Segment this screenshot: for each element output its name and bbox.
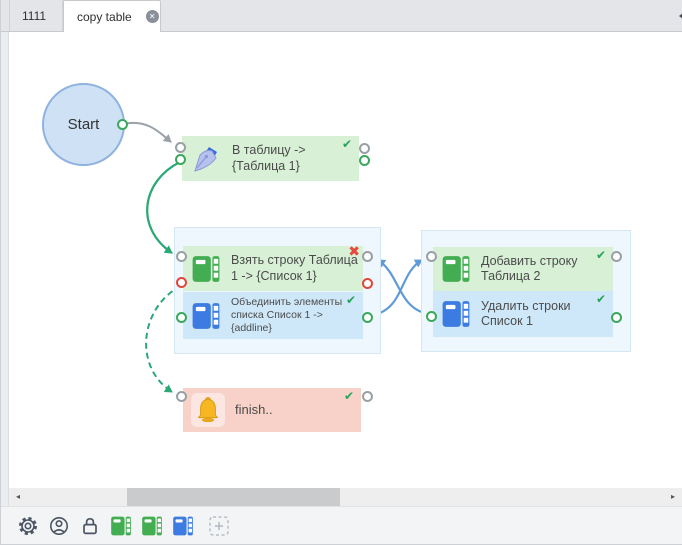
pen-icon <box>190 143 222 175</box>
canvas-left-gutter <box>1 32 9 506</box>
node-label: finish.. <box>235 402 273 418</box>
port-out[interactable] <box>610 311 622 323</box>
success-icon: ✔ <box>595 292 606 306</box>
node-delete-rows[interactable]: Удалить строки Список 1 ✔ <box>433 291 613 337</box>
lock-icon[interactable] <box>79 515 101 537</box>
success-icon: ✔ <box>343 389 354 403</box>
node-to-table[interactable]: В таблицу -> {Таблица 1} ✔ <box>182 136 359 181</box>
table-green-icon[interactable] <box>141 515 163 537</box>
port-start-out[interactable] <box>116 118 128 130</box>
port-out[interactable] <box>358 154 370 166</box>
tab-1111[interactable]: 1111 <box>9 0 63 31</box>
horizontal-scrollbar[interactable]: ◂ ▸ <box>9 488 682 506</box>
scrollbar-thumb[interactable] <box>127 488 340 506</box>
port-out[interactable] <box>361 311 373 323</box>
tab-label: copy table <box>77 9 132 24</box>
scroll-left-icon[interactable]: ◂ <box>15 492 20 501</box>
port-in[interactable] <box>361 250 373 262</box>
port-in[interactable] <box>358 142 370 154</box>
success-icon: ✔ <box>595 248 606 262</box>
table-icon <box>191 254 221 284</box>
table-icon <box>441 299 471 329</box>
port-error[interactable] <box>175 276 187 288</box>
node-take-row[interactable]: Взять строку Таблица 1 -> {Список 1} ✖ <box>183 243 363 291</box>
table-blue-icon[interactable] <box>172 515 194 537</box>
close-icon[interactable]: ✕ <box>145 10 159 23</box>
node-label: В таблицу -> {Таблица 1} <box>232 143 306 173</box>
success-icon: ✔ <box>341 137 352 151</box>
tab-bar: 1111 copy table ✕ <box>1 0 682 32</box>
node-start[interactable]: Start <box>42 83 125 166</box>
settings-icon[interactable] <box>17 515 39 537</box>
table-icon <box>441 254 471 284</box>
scroll-right-icon[interactable]: ▸ <box>670 492 675 501</box>
port-in[interactable] <box>175 311 187 323</box>
node-label: Start <box>67 116 100 133</box>
port-in[interactable] <box>175 390 187 402</box>
table-green-icon[interactable] <box>110 515 132 537</box>
node-label: Добавить строку Таблица 2 <box>481 253 578 283</box>
error-icon: ✖ <box>348 243 360 259</box>
node-join-list[interactable]: Объединить элементы списка Список 1 -> {… <box>183 292 363 339</box>
bell-icon <box>191 393 225 427</box>
port-in[interactable] <box>174 141 186 153</box>
add-node-icon[interactable] <box>208 515 230 537</box>
port-out[interactable] <box>610 250 622 262</box>
node-label: Удалить строки Список 1 <box>481 298 571 328</box>
node-add-row[interactable]: Добавить строку Таблица 2 ✔ <box>433 247 613 291</box>
port-in[interactable] <box>175 250 187 262</box>
node-label: Объединить элементы списка Список 1 -> {… <box>231 295 343 335</box>
user-icon[interactable] <box>48 515 70 537</box>
port-in[interactable] <box>425 310 437 322</box>
node-finish[interactable]: finish.. ✔ <box>183 388 361 432</box>
port-in[interactable] <box>425 250 437 262</box>
port-out[interactable] <box>361 390 373 402</box>
port-out[interactable] <box>174 153 186 165</box>
tab-label: 1111 <box>22 8 47 23</box>
table-icon <box>191 301 221 331</box>
port-error[interactable] <box>361 277 373 289</box>
node-label: Взять строку Таблица 1 -> {Список 1} <box>231 253 358 283</box>
tab-copy-table[interactable]: copy table ✕ <box>63 0 161 32</box>
tab-scroll-icon[interactable] <box>679 12 682 20</box>
success-icon: ✔ <box>345 293 356 307</box>
bottom-toolbar <box>1 506 682 544</box>
